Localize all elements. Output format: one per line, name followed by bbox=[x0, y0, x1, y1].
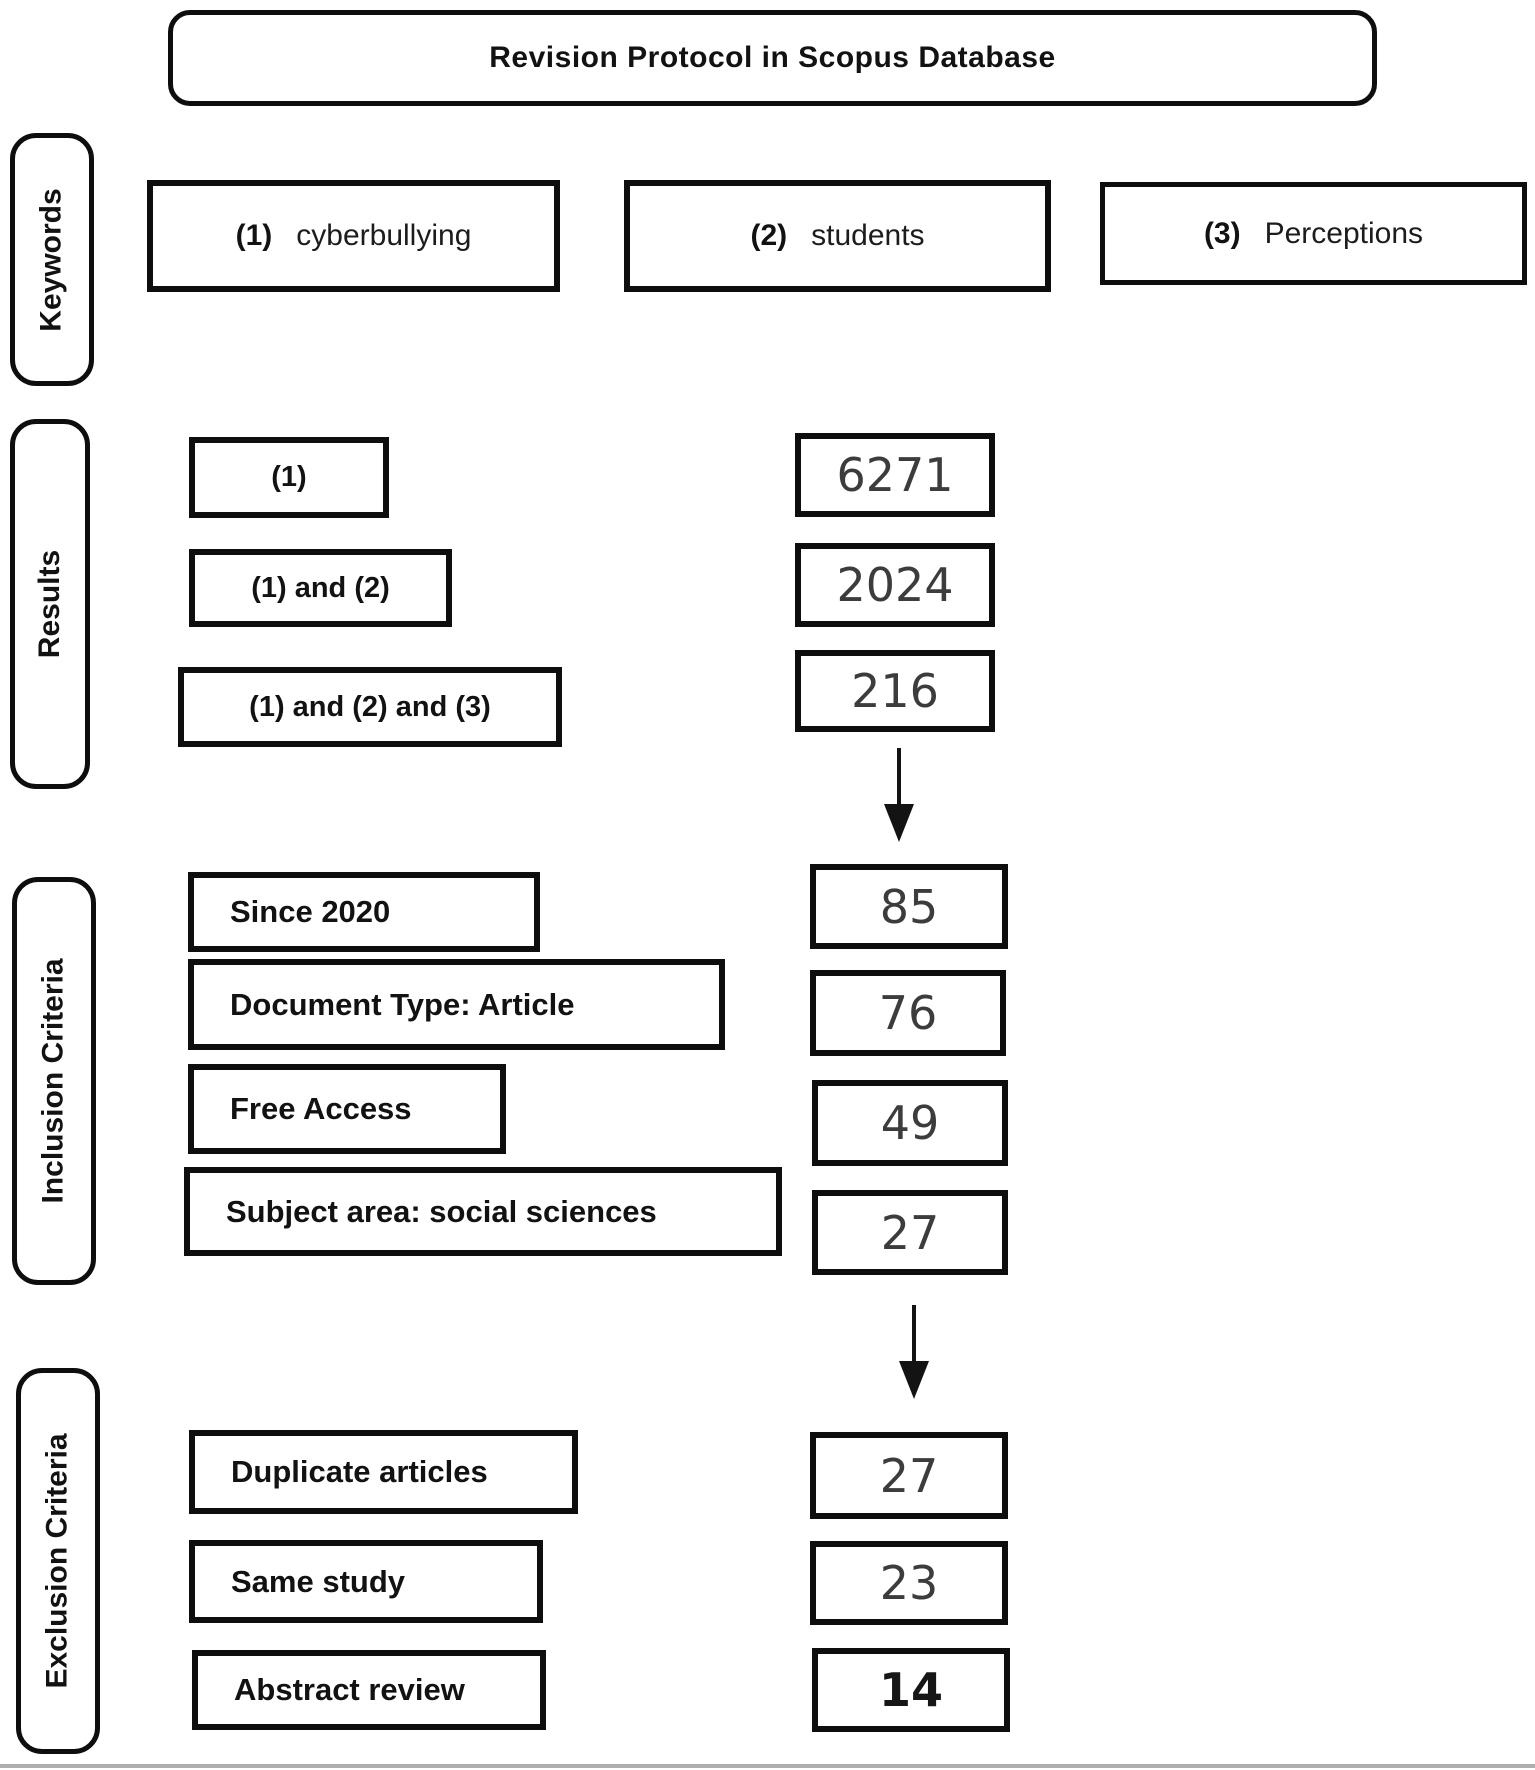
inclusion-criterion-2: Document Type: Article bbox=[230, 986, 575, 1022]
exclusion-count-box-1: 27 bbox=[810, 1432, 1008, 1519]
page-title: Revision Protocol in Scopus Database bbox=[489, 41, 1056, 74]
keyword-box-3: (3) Perceptions bbox=[1100, 182, 1527, 285]
exclusion-criterion-1: Duplicate articles bbox=[231, 1454, 488, 1489]
results-query-box-2: (1) and (2) bbox=[189, 549, 452, 627]
results-count-box-1: 6271 bbox=[795, 433, 995, 517]
keyword-2-number: (2) bbox=[750, 219, 788, 252]
keyword-box-2: (2) students bbox=[624, 180, 1051, 292]
arrow-down-icon bbox=[884, 748, 914, 842]
inclusion-count-2: 76 bbox=[878, 986, 938, 1040]
section-label-exclusion-criteria-text: Exclusion Criteria bbox=[41, 1433, 74, 1689]
inclusion-criterion-1: Since 2020 bbox=[230, 894, 391, 929]
exclusion-count-3-final: 14 bbox=[878, 1663, 943, 1717]
arrow-down-icon bbox=[899, 1305, 929, 1399]
section-label-exclusion-criteria: Exclusion Criteria bbox=[16, 1368, 100, 1754]
inclusion-criterion-box-3: Free Access bbox=[188, 1064, 506, 1154]
section-label-results: Results bbox=[10, 419, 90, 789]
exclusion-criterion-box-1: Duplicate articles bbox=[189, 1430, 578, 1514]
figure-bottom-border bbox=[0, 1764, 1535, 1768]
title-box: Revision Protocol in Scopus Database bbox=[168, 10, 1377, 106]
exclusion-count-2: 23 bbox=[879, 1556, 939, 1610]
exclusion-count-box-3: 14 bbox=[812, 1648, 1010, 1732]
section-label-keywords: Keywords bbox=[10, 133, 94, 386]
inclusion-count-box-1: 85 bbox=[810, 864, 1008, 949]
results-count-box-2: 2024 bbox=[795, 543, 995, 627]
keyword-2-term: students bbox=[811, 219, 925, 252]
exclusion-criterion-3: Abstract review bbox=[234, 1672, 465, 1707]
keyword-box-1: (1) cyberbullying bbox=[147, 180, 560, 292]
results-count-1: 6271 bbox=[836, 448, 954, 502]
section-label-keywords-text: Keywords bbox=[35, 187, 69, 332]
results-query-3: (1) and (2) and (3) bbox=[249, 690, 491, 723]
results-count-3: 216 bbox=[851, 664, 939, 718]
section-label-results-text: Results bbox=[33, 549, 66, 659]
inclusion-criterion-3: Free Access bbox=[230, 1091, 412, 1126]
inclusion-count-1: 85 bbox=[879, 879, 939, 934]
exclusion-criterion-box-3: Abstract review bbox=[192, 1650, 546, 1730]
exclusion-criterion-box-2: Same study bbox=[189, 1540, 543, 1623]
results-query-box-3: (1) and (2) and (3) bbox=[178, 667, 562, 747]
section-label-inclusion-criteria-text: Inclusion Criteria bbox=[37, 958, 70, 1204]
results-query-2: (1) and (2) bbox=[251, 571, 390, 604]
results-count-2: 2024 bbox=[836, 558, 954, 612]
exclusion-count-box-2: 23 bbox=[810, 1541, 1008, 1625]
exclusion-count-1: 27 bbox=[879, 1448, 939, 1503]
keyword-3-number: (3) bbox=[1203, 216, 1241, 250]
inclusion-criterion-box-2: Document Type: Article bbox=[188, 959, 725, 1050]
inclusion-criterion-box-1: Since 2020 bbox=[188, 872, 540, 952]
exclusion-criterion-2: Same study bbox=[231, 1563, 406, 1599]
section-label-inclusion-criteria: Inclusion Criteria bbox=[12, 877, 96, 1285]
inclusion-count-4: 27 bbox=[880, 1205, 940, 1260]
keyword-3-term: Perceptions bbox=[1264, 216, 1424, 250]
results-query-box-1: (1) bbox=[189, 437, 389, 518]
inclusion-count-3: 49 bbox=[880, 1096, 940, 1150]
keyword-1-number: (1) bbox=[235, 219, 273, 252]
inclusion-criterion-4: Subject area: social sciences bbox=[226, 1193, 657, 1229]
results-count-box-3: 216 bbox=[795, 650, 995, 732]
inclusion-count-box-3: 49 bbox=[812, 1080, 1008, 1166]
inclusion-count-box-2: 76 bbox=[810, 970, 1006, 1056]
keyword-1-term: cyberbullying bbox=[296, 219, 472, 252]
inclusion-criterion-box-4: Subject area: social sciences bbox=[184, 1167, 782, 1256]
results-query-1: (1) bbox=[271, 461, 307, 493]
inclusion-count-box-4: 27 bbox=[812, 1190, 1008, 1275]
